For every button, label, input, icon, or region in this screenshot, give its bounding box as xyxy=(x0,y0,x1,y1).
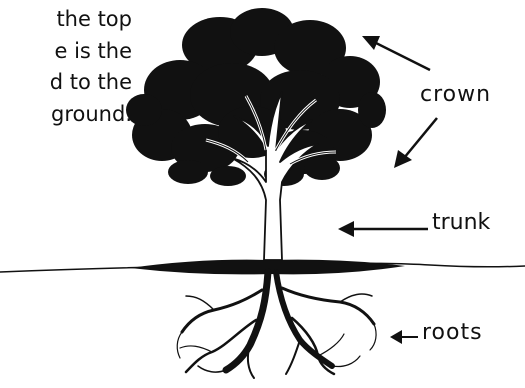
roots-arrow xyxy=(390,330,418,344)
roots xyxy=(177,272,376,378)
trunk-arrow xyxy=(338,221,428,237)
crown-foliage xyxy=(126,8,386,186)
roots-label: roots xyxy=(422,320,483,345)
trunk-label: trunk xyxy=(432,210,490,235)
crown-arrow-lower xyxy=(394,118,437,168)
crown-label: crown xyxy=(420,82,491,107)
